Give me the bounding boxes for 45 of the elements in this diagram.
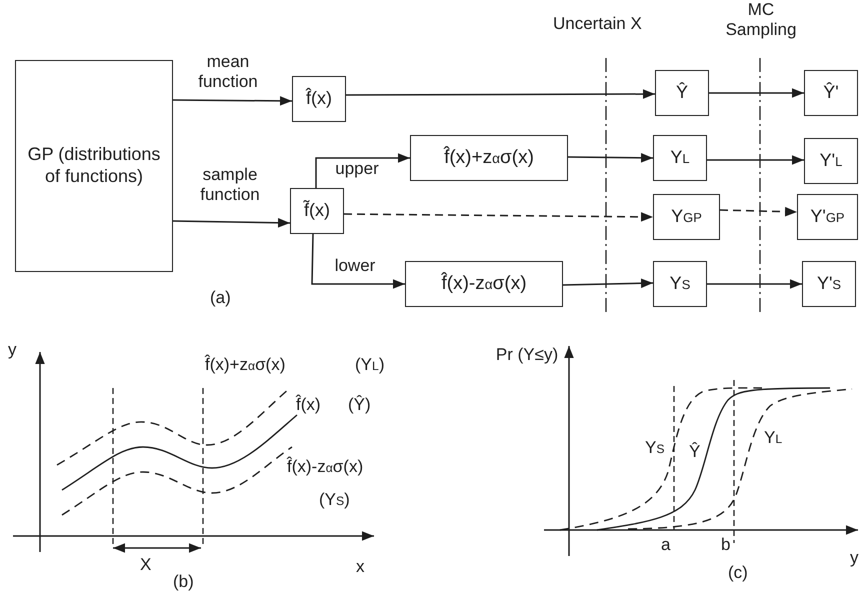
arrow — [568, 153, 654, 163]
process-box — [653, 261, 707, 307]
text-label: (a) — [210, 288, 231, 308]
text-label: Ŷ — [689, 442, 700, 462]
text-label: x — [356, 557, 364, 578]
process-box — [653, 135, 707, 181]
process-box — [804, 138, 858, 184]
process-box — [804, 70, 858, 116]
text-label: Pr (Y≤y) — [494, 345, 560, 366]
arrow — [562, 278, 654, 288]
text-label: MC Sampling — [724, 0, 798, 41]
arrow — [172, 218, 290, 228]
text-label: X — [140, 555, 152, 576]
text-label: y — [850, 548, 858, 568]
arrow — [707, 155, 804, 165]
text-label: a — [661, 535, 670, 556]
text-label: (b) — [173, 572, 194, 592]
process-box — [405, 261, 563, 307]
arrow — [315, 153, 410, 188]
arrow — [173, 96, 292, 106]
process-box — [797, 194, 858, 240]
node-text: GP (distributions of functions) — [26, 144, 162, 188]
process-box — [292, 76, 346, 122]
process-box — [802, 261, 856, 307]
node-text: f̃(x) — [304, 200, 330, 222]
text-label: (c) — [728, 563, 748, 584]
arrow — [709, 88, 804, 98]
arrow — [344, 212, 653, 222]
process-box — [653, 194, 720, 240]
arrow — [707, 279, 802, 289]
process-box — [290, 188, 344, 234]
text-label: f̂(x) — [296, 395, 321, 416]
arrow — [720, 206, 798, 216]
node-text: Ŷ' — [823, 82, 839, 104]
arrow — [311, 234, 405, 289]
process-box — [410, 135, 568, 181]
text-label: b — [721, 535, 730, 556]
text-label: (Ŷ) — [348, 395, 371, 416]
text-label: Uncertain X — [553, 14, 642, 34]
arrow — [346, 89, 655, 99]
process-box — [15, 60, 173, 272]
node-text: f̂(x) — [306, 88, 332, 110]
process-box — [655, 70, 709, 116]
node-text: Ŷ — [676, 82, 688, 104]
text-label: y — [8, 340, 16, 360]
